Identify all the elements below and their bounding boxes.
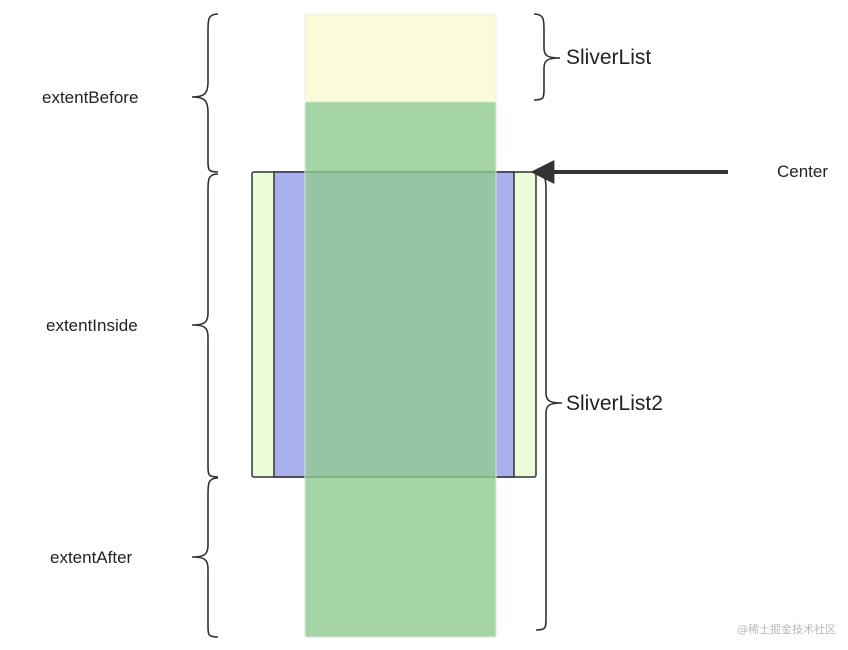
sliver-list-label: SliverList	[566, 46, 652, 69]
center-label: Center	[777, 162, 829, 181]
viewport-column	[304, 101, 497, 638]
sliver-list2-label: SliverList2	[566, 392, 663, 415]
sliver-list2-brace	[535, 173, 563, 631]
sliver-list-box	[304, 13, 497, 105]
extent-inside-brace	[191, 173, 219, 478]
extent-before-label: extentBefore	[42, 88, 139, 107]
extent-after-label: extentAfter	[50, 548, 133, 567]
watermark: @稀土掘金技术社区	[737, 623, 836, 636]
sliver-list-brace	[533, 13, 561, 101]
extent-before-brace	[191, 13, 219, 173]
extent-after-brace	[191, 477, 219, 638]
extent-inside-label: extentInside	[46, 316, 138, 335]
